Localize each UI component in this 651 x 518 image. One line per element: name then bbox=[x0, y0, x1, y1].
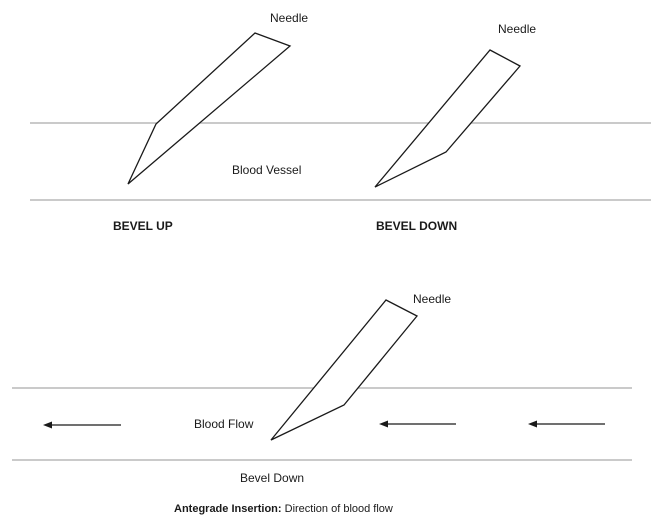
flow-arrow-left bbox=[43, 421, 121, 429]
bevel-down-label: BEVEL DOWN bbox=[376, 219, 457, 233]
needle-label-left: Needle bbox=[270, 11, 308, 25]
caption-text-part: Direction of blood flow bbox=[282, 503, 393, 515]
flow-arrow-middle bbox=[379, 420, 456, 428]
needle-label-right: Needle bbox=[498, 22, 536, 36]
diagram-caption: Antegrade Insertion: Direction of blood … bbox=[174, 503, 393, 515]
needle-bevel-down bbox=[374, 49, 522, 188]
needle-label-bottom: Needle bbox=[413, 292, 451, 306]
blood-flow-label: Blood Flow bbox=[194, 417, 254, 431]
vessel-label: Blood Vessel bbox=[232, 163, 301, 177]
flow-arrow-right bbox=[528, 420, 605, 428]
bevel-down-bottom-label: Bevel Down bbox=[240, 471, 304, 485]
needle-antegrade bbox=[270, 299, 419, 441]
caption-bold-part: Antegrade Insertion: bbox=[174, 503, 282, 515]
bevel-up-label: BEVEL UP bbox=[113, 219, 173, 233]
needle-bevel-up bbox=[127, 32, 292, 185]
